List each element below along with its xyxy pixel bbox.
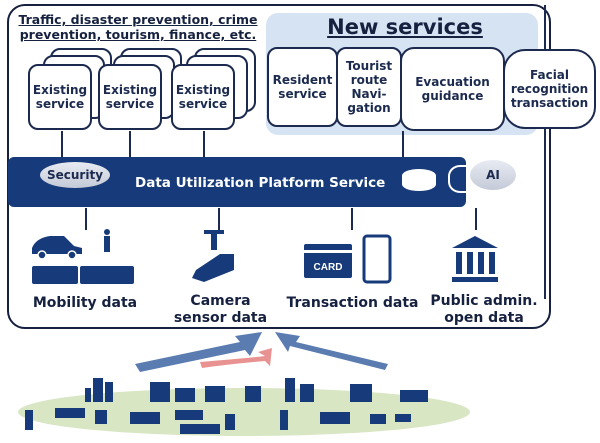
security-badge: Security <box>40 162 110 188</box>
new-service-facial-recognition: Facial recognition transaction <box>503 49 596 129</box>
card-phone-icon: CARD <box>304 234 392 284</box>
double-arrow <box>129 131 131 157</box>
new-service-resident: Resident service <box>267 47 338 127</box>
double-arrow <box>61 131 63 157</box>
double-arrow <box>475 208 477 230</box>
connector-line <box>544 129 546 299</box>
platform-title: Data Utilization Platform Service <box>135 175 386 191</box>
ai-badge: AI <box>470 160 516 190</box>
city-skyline-icon <box>25 332 428 434</box>
double-arrow <box>203 131 205 157</box>
new-service-evacuation: Evacuation guidance <box>400 47 505 131</box>
existing-service-box: Existing service <box>171 64 235 130</box>
camera-icon <box>192 230 234 282</box>
connector-line <box>544 5 546 49</box>
government-building-icon <box>452 236 498 282</box>
existing-service-box: Existing service <box>28 64 92 130</box>
existing-service-box: Existing service <box>98 64 162 130</box>
double-arrow <box>402 131 404 157</box>
data-label-public-admin: Public admin. open data <box>430 293 538 326</box>
card-text: CARD <box>314 262 343 273</box>
double-arrow <box>351 208 353 230</box>
existing-services-heading: Traffic, disaster prevention, crime prev… <box>18 12 258 42</box>
mobility-icon <box>32 229 134 284</box>
data-label-mobility: Mobility data <box>32 295 138 311</box>
database-icon <box>402 169 436 191</box>
double-arrow <box>218 208 220 230</box>
new-service-tourist-navigation: Tourist route Navi-gation <box>336 47 402 127</box>
new-services-title: New services <box>327 15 483 39</box>
data-label-camera: Camera sensor data <box>173 293 268 326</box>
double-arrow <box>85 208 87 230</box>
data-label-transaction: Transaction data <box>286 295 419 311</box>
